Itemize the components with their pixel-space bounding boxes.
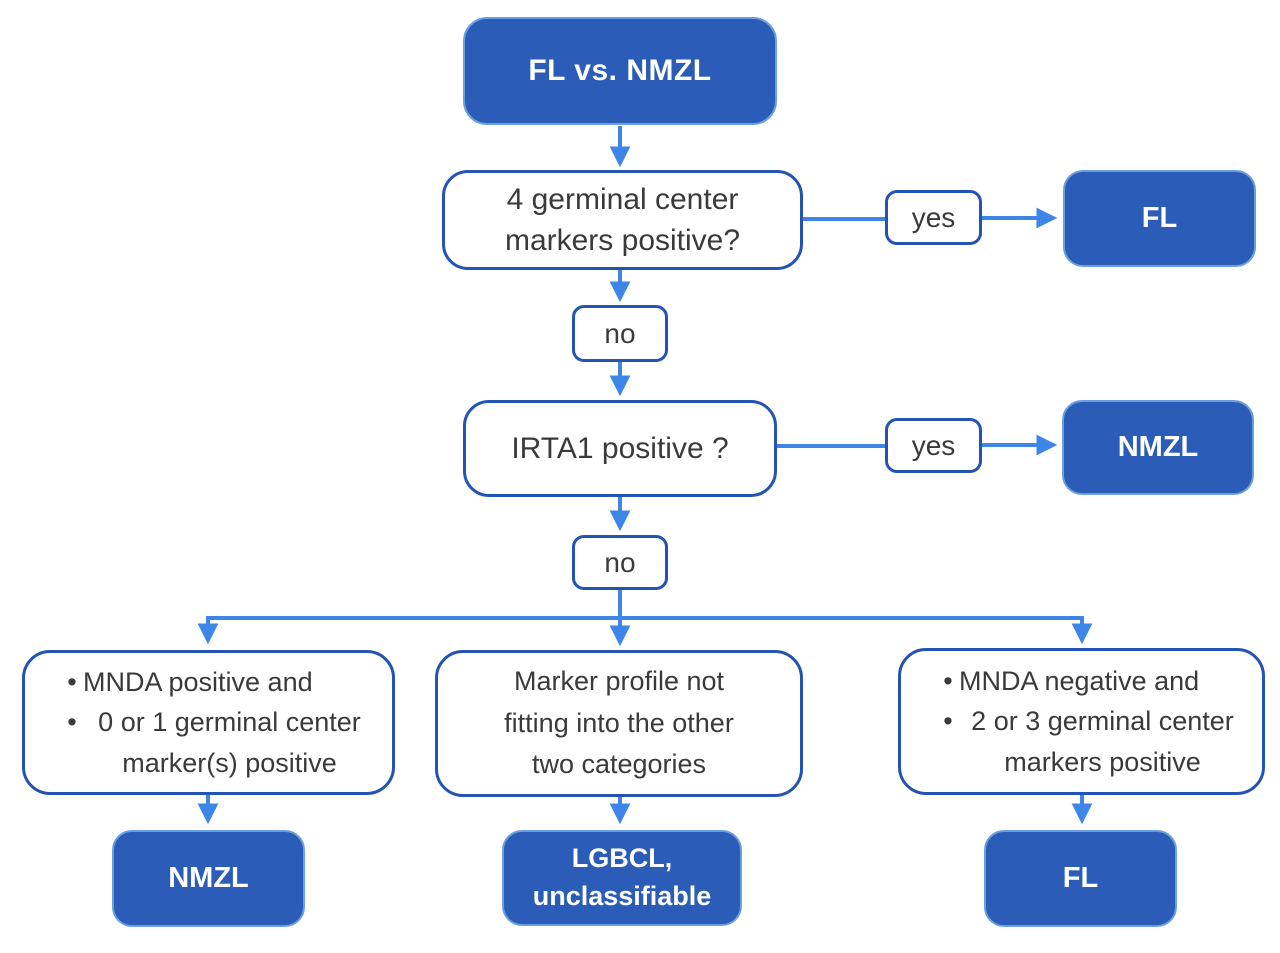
no-2-label: no: [604, 546, 636, 578]
node-no-2: no: [572, 535, 668, 590]
result-fl-top-label: FL: [1141, 202, 1178, 235]
node-result-fl-top: FL: [1063, 170, 1256, 267]
bullet-icon: •: [67, 666, 77, 697]
result-nmzl-bottom-label: NMZL: [168, 862, 249, 895]
yes-1-label: yes: [911, 201, 956, 233]
question-germinal-markers-text: 4 germinal center markers positive?: [504, 182, 741, 257]
no-1-label: no: [604, 317, 636, 349]
node-root-label: FL vs. NMZL: [528, 54, 712, 87]
bullet-item: • MNDA positive and: [61, 662, 313, 703]
question-irta1-text: IRTA1 positive ?: [511, 431, 729, 465]
node-result-nmzl-top: NMZL: [1062, 400, 1254, 495]
node-result-nmzl-bottom: NMZL: [112, 830, 305, 927]
branch-mid-text: Marker profile not fitting into the othe…: [504, 665, 734, 780]
bullet-item: • 0 or 1 germinal center marker(s) posit…: [61, 702, 376, 783]
result-lgbcl-label: LGBCL, unclassifiable: [532, 843, 712, 911]
node-result-lgbcl: LGBCL, unclassifiable: [502, 830, 742, 926]
node-branch-mnda-positive: • MNDA positive and • 0 or 1 germinal ce…: [22, 650, 395, 795]
node-branch-marker-profile: Marker profile not fitting into the othe…: [435, 650, 803, 797]
node-root-fl-vs-nmzl: FL vs. NMZL: [463, 17, 777, 125]
bullet-item: • MNDA negative and: [937, 661, 1199, 702]
node-question-irta1: IRTA1 positive ?: [463, 400, 777, 497]
bullet-icon: •: [943, 706, 953, 737]
node-yes-2: yes: [885, 418, 982, 473]
branch-right-item-1: MNDA negative and: [959, 665, 1200, 696]
result-fl-bottom-label: FL: [1062, 862, 1099, 895]
bullet-icon: •: [943, 665, 953, 696]
branch-left-item-2: 0 or 1 germinal center marker(s) positiv…: [98, 707, 361, 778]
result-nmzl-top-label: NMZL: [1117, 431, 1199, 464]
node-branch-mnda-negative: • MNDA negative and • 2 or 3 germinal ce…: [898, 648, 1265, 795]
node-question-germinal-markers: 4 germinal center markers positive?: [442, 170, 803, 270]
node-yes-1: yes: [885, 190, 982, 245]
yes-2-label: yes: [911, 429, 956, 461]
bullet-icon: •: [67, 707, 77, 738]
branch-right-item-2: 2 or 3 germinal center markers positive: [971, 706, 1234, 777]
node-result-fl-bottom: FL: [984, 830, 1177, 927]
branch-left-item-1: MNDA positive and: [83, 666, 313, 697]
node-no-1: no: [572, 305, 668, 362]
bullet-item: • 2 or 3 germinal center markers positiv…: [937, 701, 1246, 782]
